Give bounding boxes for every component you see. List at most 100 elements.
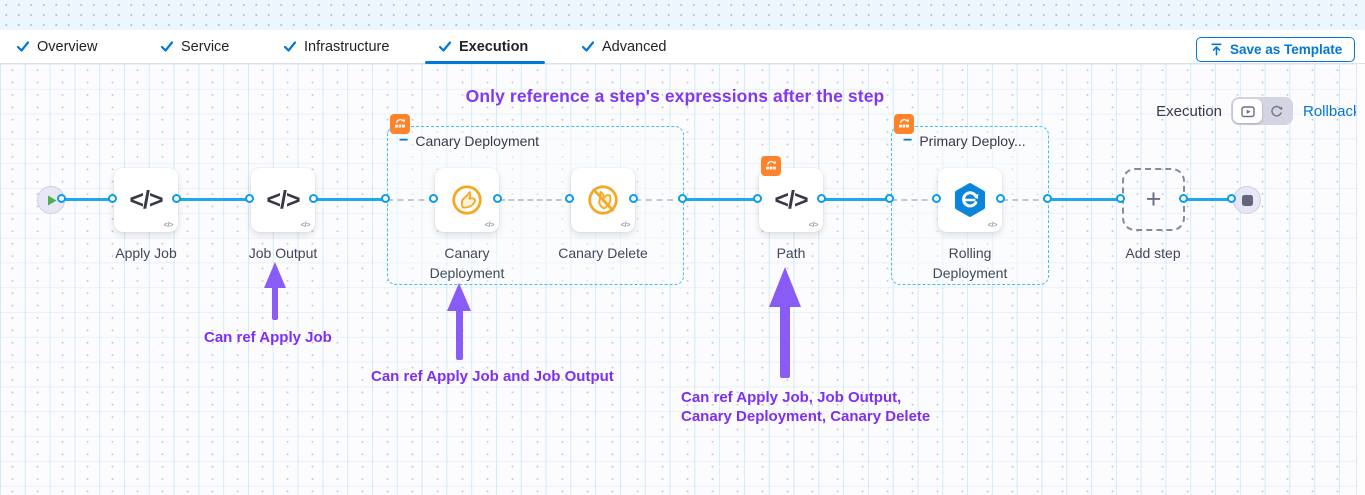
node-port (932, 194, 941, 203)
canary-deployment-icon (452, 185, 482, 215)
collapse-icon[interactable]: − (903, 132, 913, 149)
node-port (678, 194, 687, 203)
code-icon: </> (129, 185, 163, 214)
execution-canvas: Only reference a step's expressions afte… (0, 64, 1365, 495)
pipeline-end-node (1233, 186, 1261, 214)
script-badge-icon: </> (987, 220, 998, 229)
node-port (108, 194, 117, 203)
node-port (817, 194, 826, 203)
step-job-output[interactable]: </> </> (251, 168, 315, 232)
tab-overview-label: Overview (37, 38, 98, 55)
tab-service[interactable]: Service (160, 30, 229, 63)
step-label-rolling-deployment: Rolling Deployment (932, 245, 1008, 281)
node-port (245, 194, 254, 203)
tab-advanced-label: Advanced (602, 38, 667, 55)
execution-mode-button[interactable] (1233, 99, 1262, 123)
step-path[interactable]: </> </> (759, 168, 823, 232)
tab-service-label: Service (181, 38, 230, 55)
node-port (565, 194, 574, 203)
canary-group-header: − Canary Deployment (399, 132, 539, 150)
collapse-icon[interactable]: − (399, 132, 409, 149)
pipeline-start-node (37, 186, 65, 214)
script-badge-icon: </> (620, 220, 631, 229)
check-icon (438, 41, 452, 52)
add-step-button[interactable]: + (1122, 168, 1185, 231)
script-badge-icon: </> (163, 220, 174, 229)
tab-infrastructure[interactable]: Infrastructure (283, 30, 389, 63)
play-icon (47, 195, 56, 205)
annotation-arrow-icon (264, 262, 286, 288)
plus-icon: + (1145, 184, 1162, 214)
connector-dashed (499, 199, 571, 201)
annotation-ref1: Can ref Apply Job (204, 329, 332, 346)
step-label-job-output: Job Output (248, 245, 318, 261)
step-label-add-step: Add step (1125, 245, 1181, 261)
stop-icon (1241, 194, 1253, 206)
connector (684, 198, 759, 201)
script-badge-icon: </> (808, 220, 819, 229)
execution-rollback-toggle (1231, 97, 1293, 125)
node-port (309, 194, 318, 203)
node-port (1227, 194, 1236, 203)
canary-delete-icon (588, 185, 618, 215)
connector-dashed (1002, 199, 1049, 201)
node-port (493, 194, 502, 203)
primary-group-header: − Primary Deploy... (903, 132, 1026, 150)
tab-overview[interactable]: Overview (16, 30, 97, 63)
rolling-strategy-badge-icon (390, 114, 410, 134)
connector (823, 198, 891, 201)
step-canary-delete[interactable]: </> (571, 168, 635, 232)
script-badge-icon: </> (484, 220, 495, 229)
connector-dashed (635, 199, 684, 201)
node-port (885, 194, 894, 203)
connector (63, 198, 114, 201)
annotation-ref2: Can ref Apply Job and Job Output (371, 368, 614, 385)
save-template-icon (1211, 43, 1222, 56)
code-icon: </> (774, 185, 808, 214)
tab-execution[interactable]: Execution (438, 30, 528, 63)
node-port (57, 194, 66, 203)
canvas-right-divider (1356, 64, 1357, 495)
tab-advanced[interactable]: Advanced (581, 30, 667, 63)
annotation-arrow-icon (769, 267, 801, 307)
step-label-apply-job: Apply Job (115, 245, 177, 261)
node-port (172, 194, 181, 203)
step-rolling-deployment[interactable]: </> (938, 168, 1002, 232)
step-label-path: Path (776, 245, 806, 261)
node-port (381, 194, 390, 203)
rollback-arrow-icon (1271, 105, 1283, 117)
rollback-mode-button[interactable] (1262, 99, 1291, 123)
node-port (996, 194, 1005, 203)
step-canary-deployment[interactable]: </> (435, 168, 499, 232)
canvas-right-edge (1357, 64, 1365, 495)
step-label-canary-deployment: Canary Deployment (429, 245, 505, 281)
node-port (753, 194, 762, 203)
step-apply-job[interactable]: </> </> (114, 168, 178, 232)
node-port (1179, 194, 1188, 203)
check-icon (16, 41, 30, 52)
primary-group-title: Primary Deploy... (919, 133, 1026, 149)
rolling-strategy-badge-icon (894, 114, 914, 134)
tab-infrastructure-label: Infrastructure (304, 38, 390, 55)
connector (178, 198, 251, 201)
connector-dashed (387, 199, 435, 201)
annotation-arrow-shaft (455, 309, 463, 360)
check-icon (283, 41, 297, 52)
annotation-arrow-shaft (272, 286, 278, 320)
annotation-heading: Only reference a step's expressions afte… (465, 86, 885, 106)
rolling-deployment-icon (954, 183, 986, 217)
connector (315, 198, 387, 201)
node-port (629, 194, 638, 203)
script-badge-icon: </> (300, 220, 311, 229)
stage-canvas-strip (0, 0, 1365, 30)
node-port (429, 194, 438, 203)
execution-steps-icon (1240, 105, 1255, 117)
check-icon (160, 41, 174, 52)
save-as-template-button[interactable]: Save as Template (1196, 37, 1356, 62)
annotation-ref3-line1: Can ref Apply Job, Job Output, (681, 389, 902, 406)
connector (1185, 198, 1233, 201)
connector-dashed (891, 199, 938, 201)
annotation-arrow-icon (447, 283, 471, 311)
rollback-link[interactable]: Rollback (1303, 103, 1361, 120)
